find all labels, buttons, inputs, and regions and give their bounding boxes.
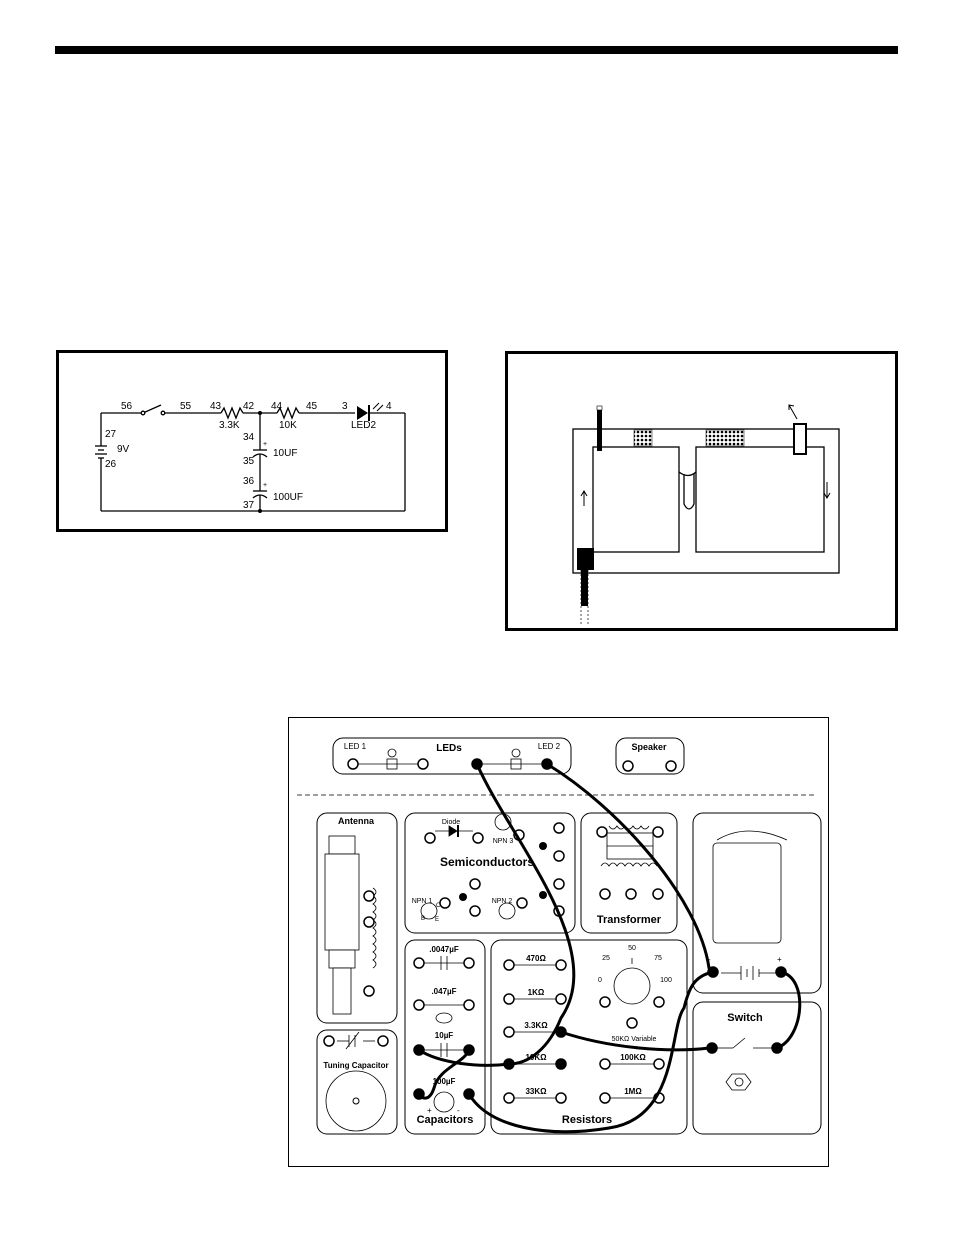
npn1-label: NPN 1	[412, 898, 433, 905]
diode-label: Diode	[442, 819, 460, 826]
pin-e: E	[435, 917, 439, 923]
speaker-label: Speaker	[631, 742, 667, 752]
pot-100: 100	[660, 977, 672, 984]
semiconductors-label: Semiconductors	[440, 855, 534, 869]
node-37: 37	[243, 500, 255, 511]
node-55: 55	[180, 401, 192, 412]
led1-label: LED 1	[344, 742, 367, 751]
cap-100: 100µF	[433, 1077, 456, 1086]
cap-047: .047µF	[431, 987, 456, 996]
node-34: 34	[243, 432, 255, 443]
led-label: LED2	[351, 420, 376, 431]
r2-label: 10K	[279, 420, 297, 431]
res-470: 470Ω	[526, 954, 546, 963]
board-layout-panel	[505, 351, 898, 631]
cap-plus: +	[427, 1106, 432, 1115]
leds-title: LEDs	[436, 743, 462, 754]
bat-plus: +	[777, 955, 782, 964]
pin-c: C	[436, 903, 441, 909]
node-36: 36	[243, 476, 255, 487]
top-rule	[55, 46, 898, 54]
resistors-label: Resistors	[562, 1114, 612, 1126]
c2-label: 100UF	[273, 492, 303, 503]
cap-0047: .0047µF	[429, 945, 459, 954]
antenna-label: Antenna	[338, 816, 375, 826]
res-1m: 1MΩ	[624, 1087, 642, 1096]
schematic-panel: 56 55 43 42 44 45 3 4 27 26 34 35 36 37 …	[56, 350, 448, 532]
node-43: 43	[210, 401, 222, 412]
c2-plus: +	[263, 482, 267, 489]
res-100k: 100KΩ	[620, 1053, 646, 1062]
c1-label: 10UF	[273, 448, 297, 459]
node-42: 42	[243, 401, 255, 412]
res-1k: 1KΩ	[528, 988, 545, 997]
bat-minus: -	[708, 955, 711, 964]
cap-minus: -	[457, 1106, 460, 1115]
c1-plus: +	[263, 441, 267, 448]
pin-b: B	[421, 916, 425, 922]
node-27: 27	[105, 429, 117, 440]
capacitors-label: Capacitors	[417, 1114, 474, 1126]
node-35: 35	[243, 456, 255, 467]
variable-label: 50KΩ Variable	[612, 1036, 657, 1043]
switch-label: Switch	[727, 1012, 763, 1024]
node-56: 56	[121, 401, 133, 412]
cap-10: 10µF	[435, 1031, 454, 1040]
transformer-label: Transformer	[597, 914, 662, 926]
pot-75: 75	[654, 955, 662, 962]
led2-label: LED 2	[538, 742, 561, 751]
board-layout-diagram	[572, 404, 840, 626]
res-10k: 10KΩ	[525, 1053, 547, 1062]
node-4: 4	[386, 401, 392, 412]
node-45: 45	[306, 401, 318, 412]
wiring-board-diagram: LEDs LED 1 LED 2 Speaker Antenna Diode S…	[297, 737, 822, 1135]
wiring-board-panel: LEDs LED 1 LED 2 Speaker Antenna Diode S…	[288, 717, 829, 1167]
node-26: 26	[105, 459, 117, 470]
pot-50: 50	[628, 945, 636, 952]
node-44: 44	[271, 401, 283, 412]
pot-0: 0	[598, 977, 602, 984]
npn3-label: NPN 3	[493, 838, 514, 845]
res-33k: 33KΩ	[525, 1087, 547, 1096]
res-3k3: 3.3KΩ	[524, 1021, 548, 1030]
node-3: 3	[342, 401, 348, 412]
r1-label: 3.3K	[219, 420, 240, 431]
tuning-capacitor-label: Tuning Capacitor	[323, 1061, 388, 1070]
schematic-diagram: 56 55 43 42 44 45 3 4 27 26 34 35 36 37 …	[95, 401, 406, 513]
pot-25: 25	[602, 955, 610, 962]
npn2-label: NPN 2	[492, 898, 513, 905]
battery-label: 9V	[117, 444, 130, 455]
